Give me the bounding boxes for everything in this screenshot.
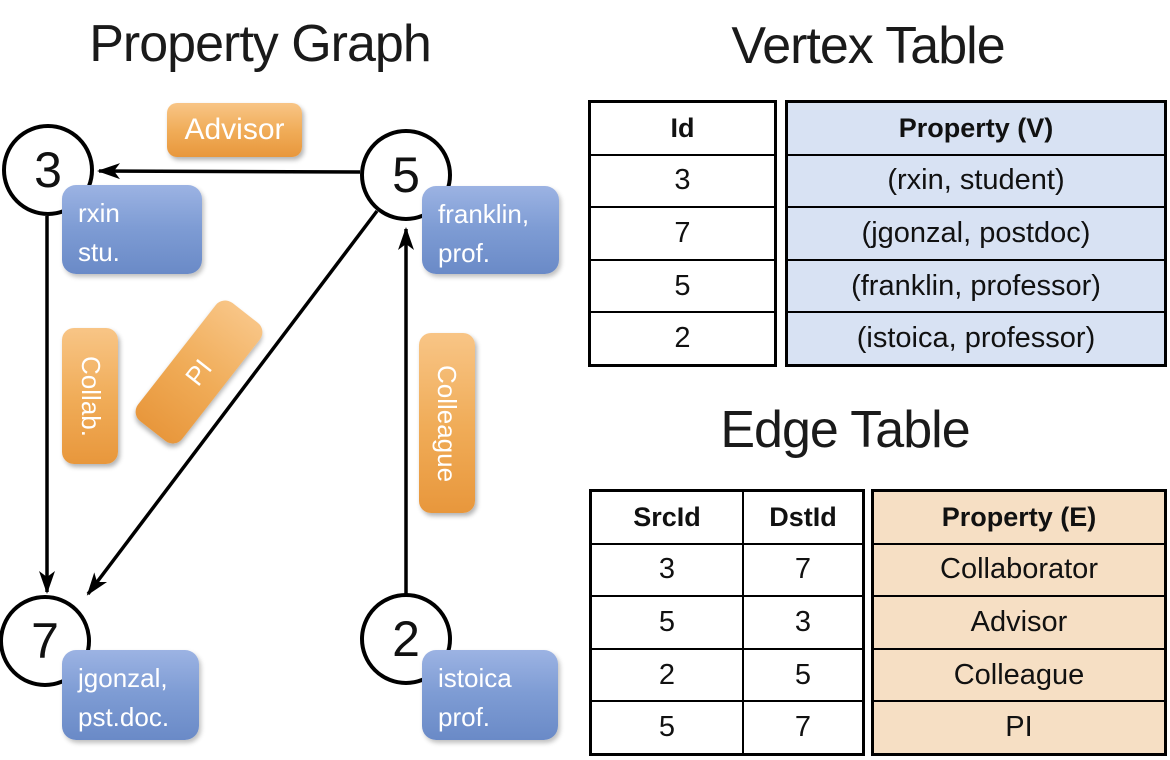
edge-table-property-column: Property (E) Collaborator Advisor Collea… bbox=[871, 489, 1167, 756]
node-property-line: pst.doc. bbox=[78, 702, 170, 732]
edge-label-pi: PI bbox=[130, 295, 268, 449]
edge-property-cell: Collaborator bbox=[874, 542, 1164, 596]
node-id-5: 5 bbox=[392, 147, 420, 203]
node-property-box-2: istoica prof. bbox=[422, 650, 558, 740]
node-property-box-7: jgonzal, pst.doc. bbox=[62, 650, 199, 740]
edge-srcid-cell: 5 bbox=[658, 605, 676, 638]
edge-table-row: 3 7 bbox=[592, 542, 862, 596]
edge-srcid-cell: 5 bbox=[658, 711, 676, 744]
vertex-property-cell: (jgonzal, postdoc) bbox=[788, 206, 1164, 259]
edge-label-collab-text: Collab. bbox=[75, 355, 106, 437]
node-property-line: franklin, bbox=[438, 199, 530, 229]
vertex-property-cell: (franklin, professor) bbox=[788, 258, 1164, 312]
node-circle-5: 5 bbox=[360, 129, 452, 221]
vertex-id-cell: 7 bbox=[591, 206, 774, 259]
node-property-line: istoica bbox=[438, 663, 512, 693]
edge-dstid-header: DstId bbox=[742, 492, 862, 543]
node-property-line: rxin bbox=[78, 198, 120, 228]
edge-table-id-columns: SrcId DstId 3 7 5 3 2 5 5 7 bbox=[589, 489, 865, 756]
node-id-7: 7 bbox=[31, 613, 59, 669]
vertex-property-cell: (rxin, student) bbox=[788, 153, 1164, 207]
node-property-line: prof. bbox=[438, 238, 491, 268]
edge-label-pi-text: PI bbox=[179, 352, 218, 391]
vertex-table-property-column: Property (V) (rxin, student) (jgonzal, p… bbox=[785, 100, 1167, 367]
edge-table-row: 5 3 bbox=[592, 595, 862, 648]
node-id-2: 2 bbox=[392, 611, 420, 667]
edge-dstid-cell: 5 bbox=[742, 649, 862, 701]
node-property-line: stu. bbox=[78, 237, 120, 267]
edge-property-cell: PI bbox=[874, 700, 1164, 753]
vertex-id-header: Id bbox=[670, 112, 695, 143]
node-property-line: prof. bbox=[438, 702, 491, 732]
node-circle-3: 3 bbox=[2, 124, 94, 216]
vertex-id-cell: 3 bbox=[591, 153, 774, 207]
vertex-property-cell: (istoica, professor) bbox=[788, 311, 1164, 364]
edge-table-row: 5 7 bbox=[592, 700, 862, 753]
edge-dstid-cell: 7 bbox=[742, 544, 862, 596]
edge-advisor-arrow bbox=[97, 163, 361, 180]
vertex-id-cell: 5 bbox=[591, 258, 774, 312]
edge-label-advisor-text: Advisor bbox=[184, 113, 285, 146]
edge-srcid-header: SrcId bbox=[633, 501, 701, 532]
edge-property-cell: Colleague bbox=[874, 647, 1164, 701]
edge-property-header: Property (E) bbox=[941, 501, 1097, 532]
vertex-property-header: Property (V) bbox=[898, 112, 1054, 143]
vertex-table-title: Vertex Table bbox=[731, 17, 1005, 75]
node-property-line: jgonzal, bbox=[78, 663, 168, 693]
edge-label-advisor: Advisor bbox=[167, 103, 302, 157]
vertex-id-cell: 2 bbox=[591, 311, 774, 364]
edge-label-collab: Collab. bbox=[62, 328, 118, 464]
edge-srcid-cell: 3 bbox=[658, 553, 676, 586]
edge-label-colleague-text: Colleague bbox=[432, 364, 463, 482]
edge-dstid-cell: 7 bbox=[742, 702, 862, 753]
edge-dstid-cell: 3 bbox=[742, 597, 862, 648]
edge-table-row: 2 5 bbox=[592, 647, 862, 701]
node-id-3: 3 bbox=[34, 142, 62, 198]
edge-table-header-row: SrcId DstId bbox=[592, 492, 862, 543]
node-property-box-5: franklin, prof. bbox=[422, 186, 559, 274]
edge-table-title: Edge Table bbox=[720, 401, 970, 459]
edge-srcid-cell: 2 bbox=[658, 658, 676, 691]
property-graph-title: Property Graph bbox=[89, 15, 432, 73]
node-property-box-3: rxin stu. bbox=[62, 185, 202, 274]
vertex-table-id-column: Id 3 7 5 2 bbox=[588, 100, 777, 367]
edge-label-colleague: Colleague bbox=[419, 333, 475, 513]
edge-property-cell: Advisor bbox=[874, 595, 1164, 648]
